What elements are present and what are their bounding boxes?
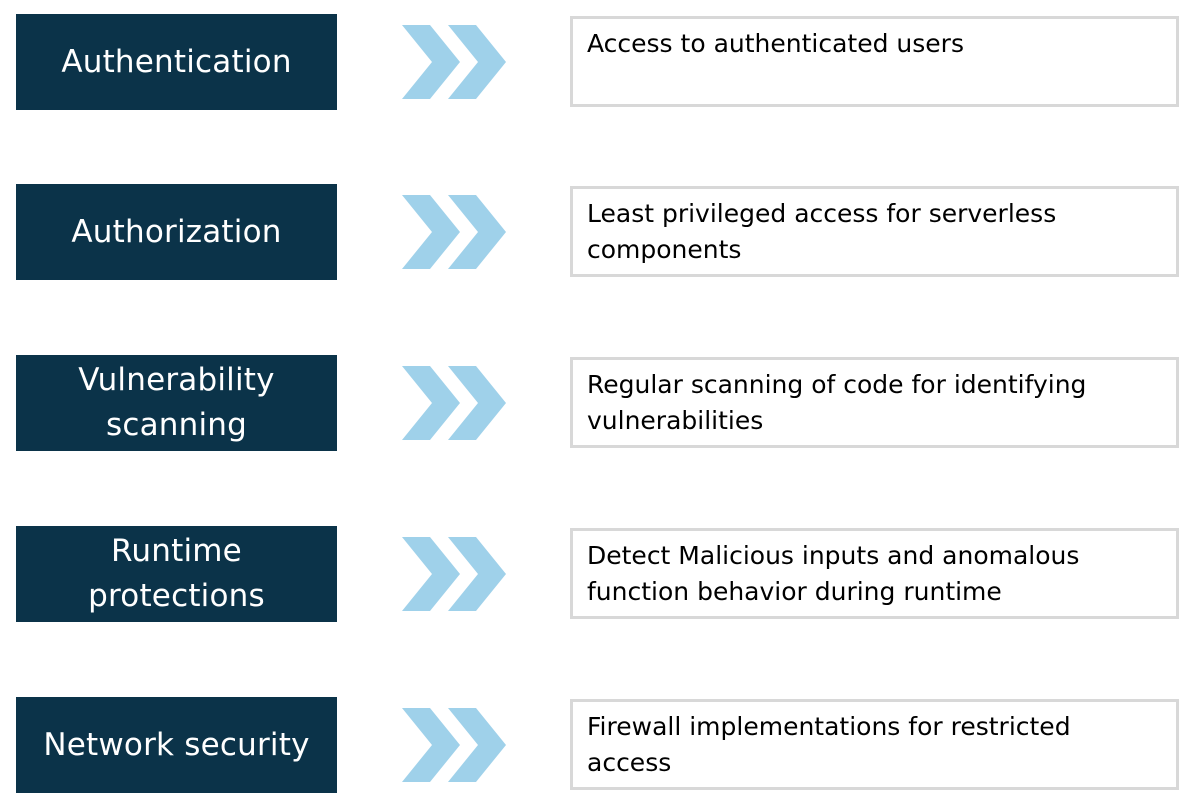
description-box: Detect Malicious inputs and anomalous fu…	[570, 528, 1179, 619]
double-chevron-right-icon	[402, 366, 506, 440]
description-box: Regular scanning of code for identifying…	[570, 357, 1179, 448]
description-box: Firewall implementations for restricted …	[570, 699, 1179, 790]
row-vulnerability-scanning: Vulnerability scanning Regular scanning …	[0, 355, 1200, 455]
category-label: Authorization	[16, 184, 337, 280]
description-box: Access to authenticated users	[570, 16, 1179, 107]
double-chevron-right-icon	[402, 25, 506, 99]
category-label: Network security	[16, 697, 337, 793]
category-label: Runtime protections	[16, 526, 337, 622]
double-chevron-right-icon	[402, 195, 506, 269]
category-label: Vulnerability scanning	[16, 355, 337, 451]
row-network-security: Network security Firewall implementation…	[0, 697, 1200, 797]
double-chevron-right-icon	[402, 708, 506, 782]
double-chevron-right-icon	[402, 537, 506, 611]
row-authentication: Authentication Access to authenticated u…	[0, 14, 1200, 114]
row-runtime-protections: Runtime protections Detect Malicious inp…	[0, 526, 1200, 626]
row-authorization: Authorization Least privileged access fo…	[0, 184, 1200, 284]
description-box: Least privileged access for serverless c…	[570, 186, 1179, 277]
category-label: Authentication	[16, 14, 337, 110]
